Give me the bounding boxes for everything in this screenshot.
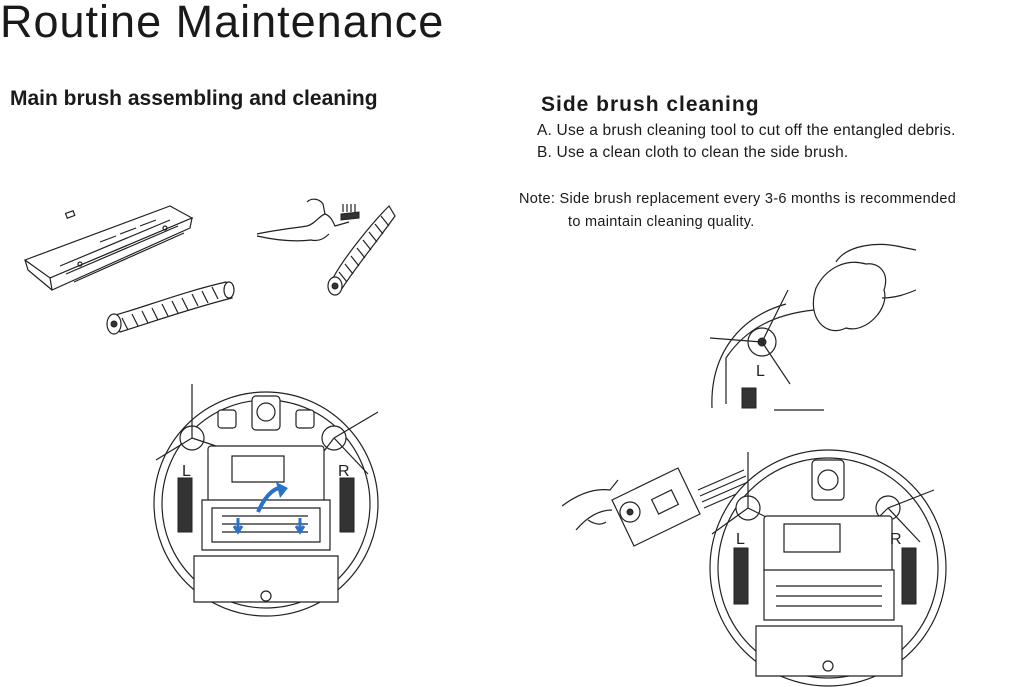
main-brush-heading: Main brush assembling and cleaning [10,87,378,110]
side-brush-step-b: B. Use a clean cloth to clean the side b… [537,144,849,161]
svg-text:R: R [890,531,902,548]
main-brush-illustration [102,278,242,340]
side-brush-heading: Side brush cleaning [541,93,760,116]
side-brush-step-a: A. Use a brush cleaning tool to cut off … [537,122,956,139]
page-title: Routine Maintenance [0,0,445,47]
brush-cover-illustration [20,198,200,298]
svg-text:L: L [756,363,765,380]
hand-cleaning-tool-illustration [255,192,395,302]
robot-underside-illustration: L R [148,382,388,622]
left-brush-label: L [182,463,191,480]
replacement-note-line1: Note: Side brush replacement every 3-6 m… [519,191,957,207]
side-brush-cloth-illustration: L [706,238,916,410]
replacement-note-line2: to maintain cleaning quality. [568,214,755,230]
right-brush-label: R [338,463,350,480]
robot-side-brush-removal-illustration: L R [558,450,1018,687]
svg-text:L: L [736,531,745,548]
